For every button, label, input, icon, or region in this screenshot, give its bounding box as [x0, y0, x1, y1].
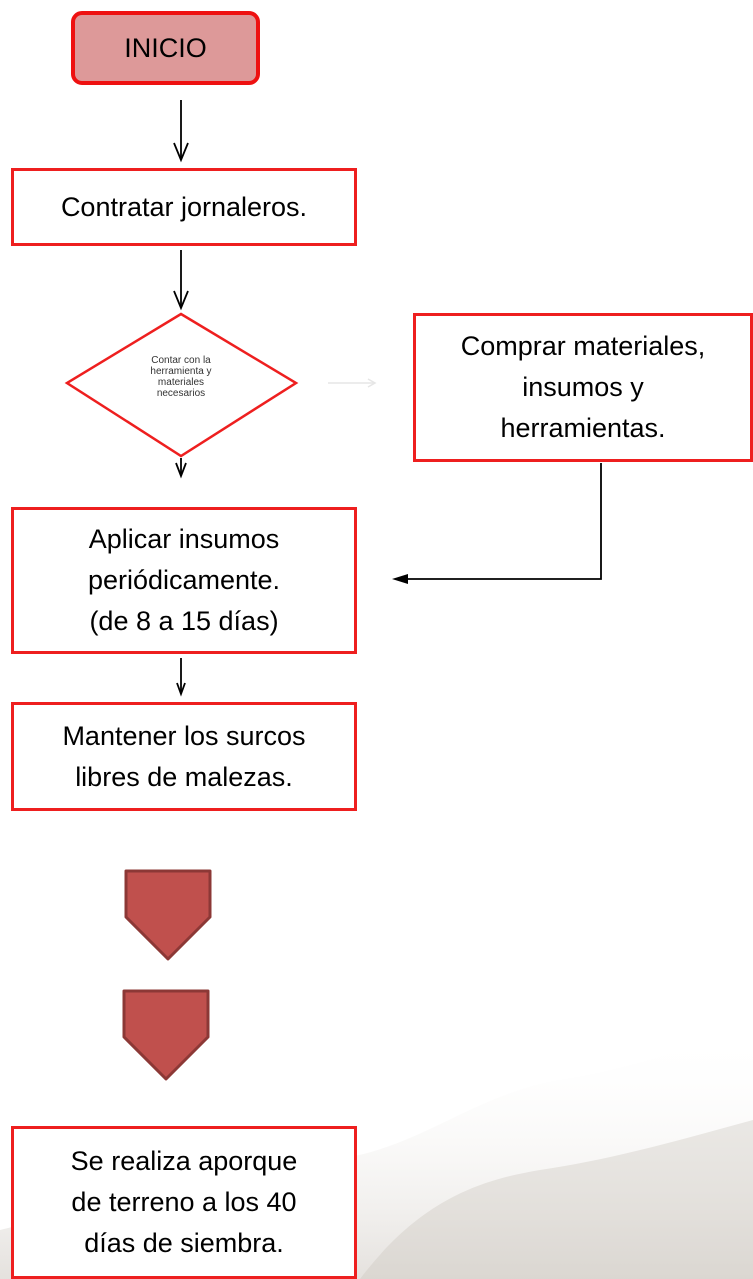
arrow-comprar-aplicar: [404, 463, 602, 580]
process-aporque-terreno: Se realiza aporque de terreno a los 40 d…: [11, 1126, 357, 1279]
process-aplicar-insumos: Aplicar insumos periódicamente. (de 8 a …: [11, 507, 357, 654]
aporque-label: Se realiza aporque de terreno a los 40 d…: [70, 1146, 298, 1258]
process-contratar-jornaleros: Contratar jornaleros.: [11, 168, 357, 246]
start-label: INICIO: [124, 32, 207, 63]
contratar-label: Contratar jornaleros.: [60, 191, 308, 222]
start-terminator: INICIO: [71, 11, 260, 85]
comprar-label: Comprar materiales, insumos y herramient…: [460, 331, 706, 443]
faint-arrow-decision-comprar: [328, 378, 377, 388]
mantener-label: Mantener los surcos libres de malezas.: [62, 720, 306, 792]
offpage-connector-2: [122, 989, 210, 1081]
aplicar-label: Aplicar insumos periódicamente. (de 8 a …: [87, 524, 281, 636]
process-mantener-surcos: Mantener los surcos libres de malezas.: [11, 702, 357, 811]
decision-diamond: [64, 312, 299, 458]
process-comprar-materiales: Comprar materiales, insumos y herramient…: [413, 313, 753, 462]
offpage-connector-1: [124, 869, 212, 961]
decision-label: Contar con la herramienta y materiales n…: [150, 355, 212, 399]
